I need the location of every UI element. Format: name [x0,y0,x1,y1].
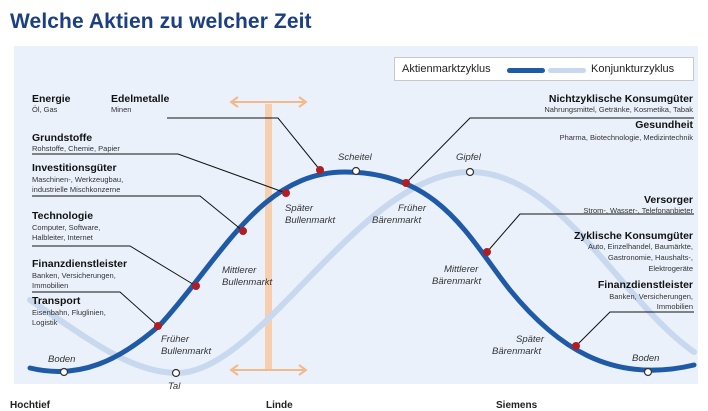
point-tal [171,368,181,378]
phase-mittlerer-baerenmarkt-1: Mittlerer [444,264,479,275]
point-scheitel [351,166,361,176]
sector-energie: Energie [32,93,71,105]
phase-spaeter-bullenmarkt-1: Später [285,203,314,214]
sector-technologie: Technologie [32,210,93,222]
sector-technologie-sub-2: Halbleiter, Internet [32,233,94,242]
title-bar: Welche Aktien zu welcher Zeit [0,0,708,46]
time-marker-bottom-arrow-left [229,364,239,376]
label-boden-left: Boden [48,354,75,365]
sector-nichtzyklische: Nichtzyklische Konsumgüter [549,93,693,105]
leader-lines-left [32,117,321,327]
legend-economy-cycle-label: Konjunkturzyklus [591,63,675,75]
marker-grundstoffe [316,166,324,174]
bottom-item-middle[interactable]: Linde [266,400,293,411]
label-tal: Tal [168,381,181,392]
sector-grundstoffe: Grundstoffe [32,132,92,144]
time-marker-bar [265,104,272,370]
time-marker-top-arrow-right [298,96,308,108]
phase-mittlerer-bullenmarkt-2: Bullenmarkt [222,277,273,288]
sector-grundstoffe-sub: Rohstoffe, Chemie, Papier [32,144,120,153]
phase-spaeter-baerenmarkt-1: Später [516,334,545,345]
cycle-point-markers [59,166,653,378]
sectors-left: Energie Öl, Gas Edelmetalle Minen Grunds… [32,93,170,327]
bottom-row: Hochtief Linde Siemens [0,396,708,411]
marker-nichtzyklische [402,179,410,187]
sector-finanzdienstleister-left-sub-1: Banken, Versicherungen, [32,271,116,280]
sector-zyklische-sub-1: Auto, Einzelhandel, Baumärkte, [588,242,693,251]
sector-investitionsgueter-sub-1: Maschinen-, Werkzeugbau, [32,175,123,184]
bottom-item-left[interactable]: Hochtief [10,400,50,411]
label-scheitel: Scheitel [338,152,373,163]
marker-finanzdienstleister-left [192,282,200,290]
marker-zyklische [483,248,491,256]
sector-edelmetalle-sub: Minen [111,105,131,114]
page-title: Welche Aktien zu welcher Zeit [10,10,312,33]
marker-investitionsgueter [282,189,290,197]
point-gipfel [465,167,475,177]
sector-gesundheit-sub: Pharma, Biotechnologie, Medizintechnik [560,133,694,142]
stock-cycle-curve [27,169,697,374]
sector-investitionsgueter: Investitionsgüter [32,162,117,174]
sector-markers [154,166,580,350]
leader-lines-right [405,117,694,347]
sector-gesundheit: Gesundheit [635,119,693,131]
phase-frueher-baerenmarkt-1: Früher [398,203,427,214]
sector-transport: Transport [32,295,81,307]
sector-transport-sub-1: Eisenbahn, Fluglinien, [32,308,106,317]
sector-finanzdienstleister-left-sub-2: Immobilien [32,281,68,290]
diagram-panel [14,46,698,384]
legend-economy-cycle-swatch [548,68,586,73]
sector-nichtzyklische-sub: Nahrungsmittel, Getränke, Kosmetika, Tab… [544,105,693,114]
time-marker-bottom-arrow-right [298,364,308,376]
economy-cycle-curve [27,168,697,377]
sector-finanzdienstleister-left: Finanzdienstleister [32,258,127,270]
phase-frueher-baerenmarkt-2: Bärenmarkt [372,215,421,226]
phase-spaeter-baerenmarkt-2: Bärenmarkt [492,346,541,357]
sector-finanzdienstleister-right-sub-1: Banken, Versicherungen, [609,292,693,301]
phase-spaeter-bullenmarkt-2: Bullenmarkt [285,215,336,226]
sector-zyklische-sub-3: Elektrogeräte [648,264,693,273]
sector-versorger: Versorger [644,194,693,206]
phase-frueher-bullenmarkt-1: Früher [161,334,190,345]
marker-finanzdienstleister-right [572,342,580,350]
sectors-right: Nichtzyklische Konsumgüter Nahrungsmitte… [544,93,693,311]
legend-stock-cycle-label: Aktienmarktzyklus [402,63,491,75]
sector-edelmetalle: Edelmetalle [111,93,170,105]
sector-investitionsgueter-sub-2: industrielle Mischkonzerne [32,185,120,194]
sector-versorger-sub: Strom-, Wasser-, Telefonanbieter [583,206,693,215]
sector-technologie-sub-1: Computer, Software, [32,223,100,232]
time-marker-top-arrow-left [229,96,239,108]
point-boden-right [643,367,653,377]
marker-transport [154,322,162,330]
label-boden-right: Boden [632,353,659,364]
phase-frueher-bullenmarkt-2: Bullenmarkt [161,346,212,357]
legend: Aktienmarktzyklus Konjunkturzyklus [394,57,694,81]
sector-finanzdienstleister-right: Finanzdienstleister [598,279,693,291]
bottom-item-right[interactable]: Siemens [496,400,538,411]
phase-mittlerer-baerenmarkt-2: Bärenmarkt [432,276,481,287]
sector-transport-sub-2: Logistik [32,318,58,327]
sector-zyklische-sub-2: Gastronomie, Haushalts-, [608,253,693,262]
sector-energie-sub: Öl, Gas [32,105,58,114]
point-boden-left [59,367,69,377]
phase-mittlerer-bullenmarkt-1: Mittlerer [222,265,257,276]
time-marker [229,96,308,376]
sector-finanzdienstleister-right-sub-2: Immobilien [657,302,693,311]
legend-stock-cycle-swatch [507,68,545,73]
label-gipfel: Gipfel [456,152,482,163]
sector-zyklische: Zyklische Konsumgüter [574,230,693,242]
marker-technologie [239,227,247,235]
